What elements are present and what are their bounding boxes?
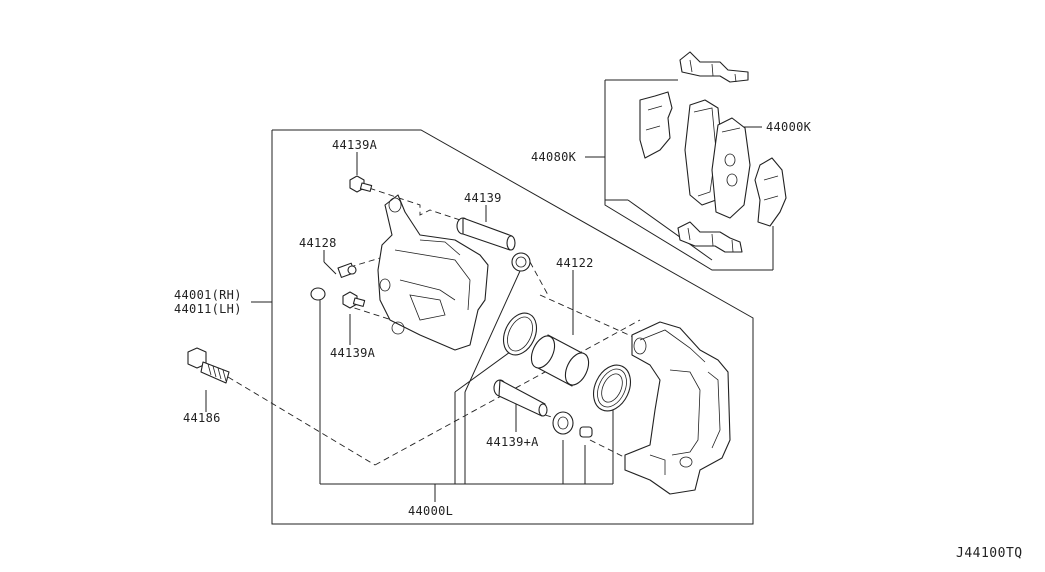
bolt-44139A-top [349, 175, 373, 193]
pad-shim-left [639, 91, 673, 159]
label-44139: 44139 [464, 191, 502, 205]
label-44139pA: 44139+A [486, 435, 539, 449]
label-44000K: 44000K [766, 120, 812, 134]
label-44001-rh: 44001(RH) [174, 288, 242, 302]
boot-lower [552, 411, 574, 435]
label-44122: 44122 [556, 256, 594, 270]
label-44011-lh: 44011(LH) [174, 302, 242, 316]
assembly-lines [227, 184, 641, 466]
label-44128: 44128 [299, 236, 337, 250]
label-44139A-mid: 44139A [330, 346, 376, 360]
sleeve [579, 426, 593, 438]
guide-pin-44139pA [493, 379, 548, 417]
piston-seal [502, 312, 538, 356]
pad-clip-bottom [677, 221, 743, 253]
bleeder-cap [310, 287, 326, 301]
diagram-code: J44100TQ [956, 546, 1023, 561]
bolt-44186 [187, 347, 230, 384]
caliper-bracket [624, 321, 731, 495]
caliper-assembly-frame [271, 129, 754, 525]
boot-top [511, 252, 531, 272]
leader-lines [205, 126, 762, 502]
bolt-44139A-mid [342, 291, 366, 309]
piston-44122 [530, 334, 590, 387]
brake-pad-outer [711, 117, 751, 219]
pad-clip-top [679, 51, 749, 83]
label-44186: 44186 [183, 411, 221, 425]
label-44139A-top: 44139A [332, 138, 378, 152]
label-44000L: 44000L [408, 504, 453, 518]
bleeder-44128 [337, 262, 357, 278]
caliper-body [377, 194, 489, 351]
label-44080K: 44080K [531, 150, 577, 164]
guide-pin-44139 [456, 217, 516, 251]
pad-shim-right [754, 157, 787, 227]
pad-kit-frame [604, 80, 773, 271]
piston-boot [593, 364, 631, 412]
